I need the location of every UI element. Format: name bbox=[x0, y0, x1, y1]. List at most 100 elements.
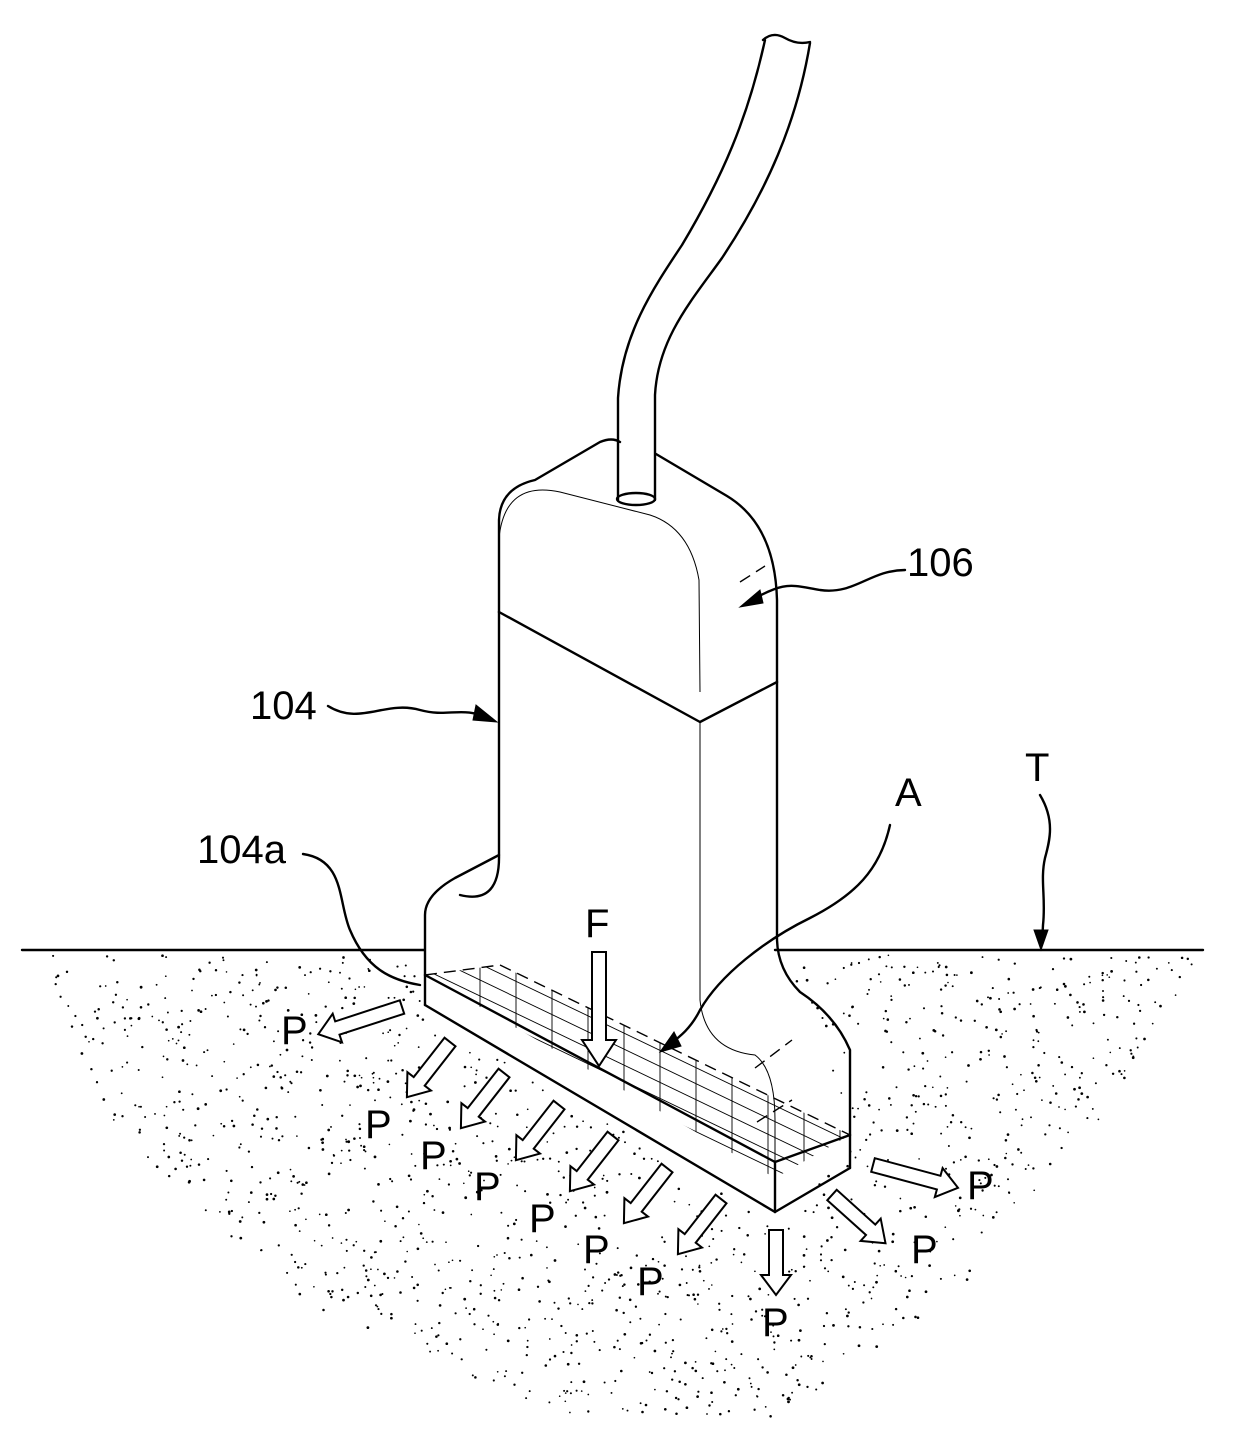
stipple-dot bbox=[1101, 972, 1103, 974]
stipple-dot bbox=[593, 1341, 595, 1343]
stipple-dot bbox=[993, 1164, 995, 1166]
stipple-dot bbox=[994, 1185, 996, 1187]
stipple-dot bbox=[1102, 999, 1105, 1002]
stipple-dot bbox=[918, 1158, 920, 1160]
stipple-dot bbox=[449, 1129, 451, 1131]
stipple-dot bbox=[899, 978, 902, 981]
stipple-dot bbox=[1037, 1064, 1040, 1067]
stipple-dot bbox=[471, 1269, 473, 1271]
stipple-dot bbox=[611, 1392, 613, 1394]
stipple-dot bbox=[766, 1225, 768, 1227]
stipple-dot bbox=[1102, 996, 1104, 998]
stipple-dot bbox=[272, 1075, 275, 1078]
stipple-dot bbox=[173, 1101, 175, 1103]
stipple-dot bbox=[251, 1166, 253, 1168]
stipple-dot bbox=[622, 1312, 624, 1314]
stipple-dot bbox=[204, 1103, 207, 1106]
stipple-dot bbox=[431, 1195, 433, 1197]
stipple-dot bbox=[854, 1281, 856, 1283]
stipple-dot bbox=[390, 1059, 392, 1061]
stipple-dot bbox=[895, 1308, 897, 1310]
leader-104 bbox=[328, 706, 492, 719]
stipple-dot bbox=[289, 1210, 291, 1212]
stipple-dot bbox=[500, 1212, 502, 1214]
stipple-dot bbox=[178, 1100, 180, 1102]
stipple-dot bbox=[240, 1143, 242, 1145]
stipple-dot bbox=[654, 1389, 656, 1391]
stipple-dot bbox=[956, 974, 958, 976]
stipple-dot bbox=[311, 1059, 313, 1061]
stipple-dot bbox=[180, 1031, 182, 1033]
stipple-dot bbox=[1033, 1039, 1035, 1041]
stipple-dot bbox=[859, 1149, 861, 1151]
stipple-dot bbox=[679, 1284, 682, 1287]
stipple-dot bbox=[947, 1087, 949, 1089]
stipple-dot bbox=[1007, 1133, 1010, 1136]
stipple-dot bbox=[782, 1394, 785, 1397]
stipple-dot bbox=[226, 971, 228, 973]
stipple-dot bbox=[359, 1137, 361, 1139]
stipple-dot bbox=[1030, 1003, 1032, 1005]
stipple-dot bbox=[523, 1160, 525, 1162]
stipple-dot bbox=[697, 1294, 699, 1296]
stipple-dot bbox=[1011, 1163, 1013, 1165]
stipple-dot bbox=[1007, 992, 1009, 994]
stipple-dot bbox=[507, 1163, 509, 1165]
stipple-dot bbox=[754, 1270, 756, 1272]
stipple-dot bbox=[243, 1029, 246, 1032]
stipple-dot bbox=[344, 1081, 346, 1083]
stipple-dot bbox=[710, 1391, 713, 1394]
stipple-dot bbox=[908, 984, 910, 986]
stipple-dot bbox=[809, 1280, 811, 1282]
stipple-dot bbox=[803, 966, 806, 969]
stipple-dot bbox=[584, 1207, 587, 1210]
stipple-dot bbox=[74, 1015, 76, 1017]
stipple-dot bbox=[513, 1384, 515, 1386]
stipple-dot bbox=[417, 1247, 420, 1250]
stipple-dot bbox=[470, 1214, 472, 1216]
stipple-dot bbox=[869, 1291, 871, 1293]
stipple-dot bbox=[507, 1340, 510, 1343]
stipple-dot bbox=[724, 1369, 726, 1371]
stipple-dot bbox=[396, 1270, 399, 1273]
stipple-dot bbox=[521, 1277, 524, 1280]
stipple-dot bbox=[330, 1126, 332, 1128]
stipple-dot bbox=[549, 1338, 551, 1340]
stipple-dot bbox=[324, 1272, 326, 1274]
stipple-dot bbox=[265, 1087, 268, 1090]
stipple-dot bbox=[1058, 1056, 1060, 1058]
stipple-dot bbox=[345, 1239, 347, 1241]
stipple-dot bbox=[388, 997, 390, 999]
stipple-dot bbox=[349, 1104, 351, 1106]
stipple-dot bbox=[326, 1075, 329, 1078]
stipple-dot bbox=[389, 1178, 391, 1180]
stipple-dot bbox=[896, 1086, 898, 1088]
stipple-dot bbox=[464, 1085, 466, 1087]
stipple-dot bbox=[731, 1364, 733, 1366]
stipple-dot bbox=[904, 984, 906, 986]
stipple-dot bbox=[940, 1005, 942, 1007]
stipple-dot bbox=[910, 1132, 913, 1135]
stipple-dot bbox=[414, 1332, 416, 1334]
leader-106 bbox=[745, 570, 905, 604]
stipple-dot bbox=[325, 1005, 327, 1007]
stipple-dot bbox=[116, 981, 118, 983]
stipple-dot bbox=[908, 1289, 911, 1292]
stipple-dot bbox=[692, 1293, 695, 1296]
stipple-dot bbox=[437, 1350, 439, 1352]
stipple-dot bbox=[604, 1215, 606, 1217]
stipple-dot bbox=[527, 1340, 529, 1342]
leader-lines bbox=[303, 570, 1050, 1052]
stipple-dot bbox=[686, 1406, 689, 1409]
stipple-dot bbox=[720, 1330, 722, 1332]
stipple-dot bbox=[878, 1109, 880, 1111]
stipple-dot bbox=[952, 985, 954, 987]
stipple-dot bbox=[670, 1356, 672, 1358]
stipple-dot bbox=[55, 976, 57, 978]
stipple-dot bbox=[941, 1012, 944, 1015]
stipple-dot bbox=[394, 1225, 397, 1228]
stipple-dot bbox=[406, 986, 409, 989]
stipple-dot bbox=[564, 1126, 566, 1128]
stipple-dot bbox=[423, 1202, 425, 1204]
stipple-dot bbox=[239, 1237, 242, 1240]
